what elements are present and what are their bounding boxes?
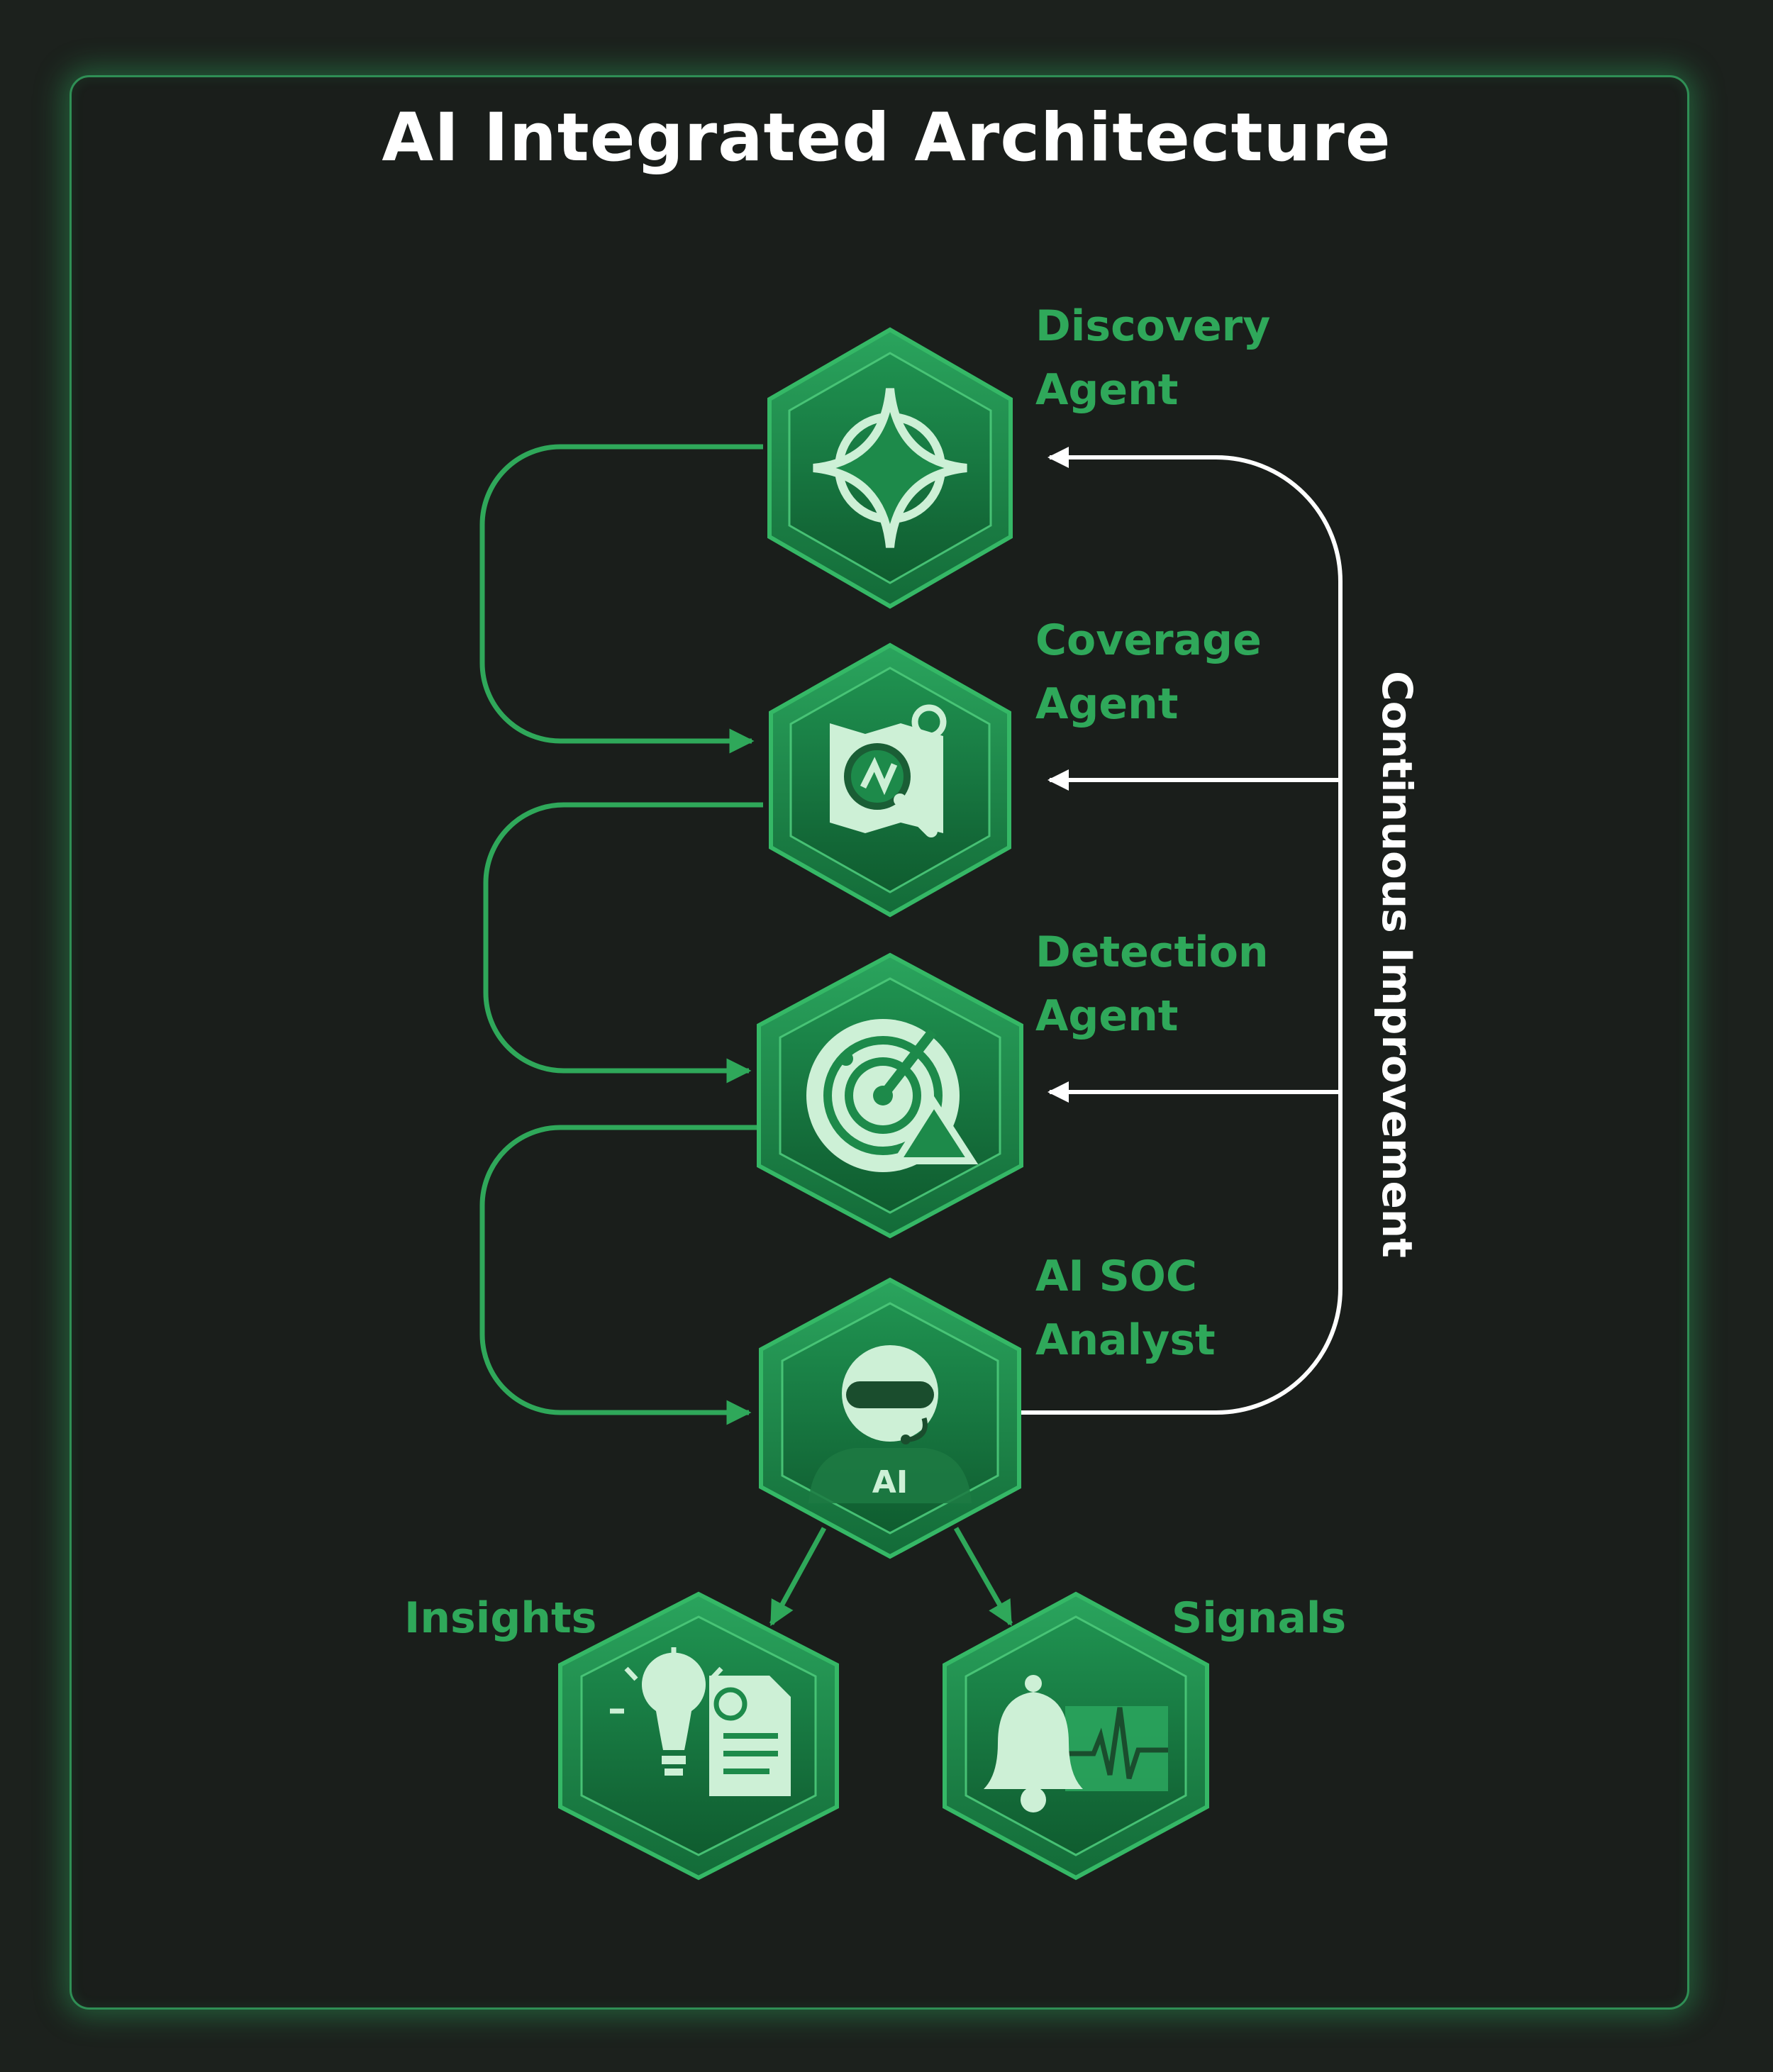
feedback-line-main — [1021, 447, 1343, 1415]
flow-arrow-analyst-to-insights — [769, 1527, 827, 1627]
ai-soc-analyst-label: AI SOC Analyst — [1035, 1252, 1216, 1365]
flow-arrow-analyst-to-signals — [953, 1527, 1013, 1627]
page-title: AI Integrated Architecture — [382, 99, 1391, 177]
ai-analyst-helmet-icon: AI — [808, 1345, 972, 1503]
compass-star-icon — [813, 388, 967, 548]
feedback-loop — [1021, 447, 1343, 1415]
discovery-agent-label: Discovery Agent — [1035, 301, 1271, 415]
flow-arrow-detection-to-analyst — [479, 1125, 757, 1425]
coverage-agent-label: Coverage Agent — [1035, 616, 1262, 729]
radar-alert-icon — [806, 1019, 979, 1172]
insights-label: Insights — [404, 1593, 597, 1643]
ai-soc-analyst-node: AI — [759, 1277, 1021, 1559]
detection-agent-node — [757, 952, 1023, 1239]
flow-arrow-coverage-to-detection — [483, 802, 763, 1084]
detection-agent-label: Detection Agent — [1035, 928, 1269, 1041]
analyst-icon-text: AI — [872, 1464, 908, 1500]
signals-label: Signals — [1172, 1593, 1347, 1643]
flow-arrow-discovery-to-coverage — [479, 444, 763, 754]
lightbulb-report-icon — [610, 1647, 791, 1796]
bell-pulse-icon — [984, 1675, 1168, 1812]
signals-node — [943, 1591, 1209, 1881]
map-search-icon — [830, 704, 947, 837]
coverage-agent-node — [769, 642, 1011, 918]
flow-arrows — [479, 444, 1013, 1627]
insights-node — [558, 1591, 839, 1881]
discovery-agent-node — [767, 327, 1013, 609]
